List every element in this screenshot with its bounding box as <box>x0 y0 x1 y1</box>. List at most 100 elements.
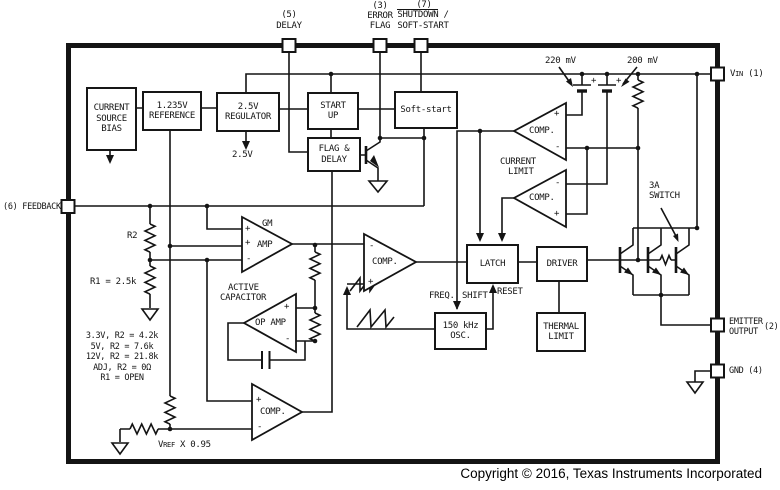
label-switch: SWITCH <box>649 191 680 201</box>
resistor-symbol-sense <box>631 79 645 109</box>
vref-rest: X 0.95 <box>174 440 211 450</box>
resistor-symbol-r1 <box>143 265 157 295</box>
comparator-label: COMP. <box>529 193 555 203</box>
table-row: 3.3V, R2 = 4.2k <box>85 331 159 341</box>
block-label: BIAS <box>101 124 122 135</box>
block-label: LATCH <box>479 258 506 269</box>
resistor-symbol-r2 <box>143 223 157 253</box>
ic-outline <box>66 43 720 464</box>
comparator-current-limit-top <box>512 101 567 162</box>
vin-v: V <box>730 69 736 79</box>
wire-cl-outputs <box>456 130 514 309</box>
copyright-notice: Copyright © 2016, Texas Instruments Inco… <box>460 466 762 481</box>
pin-square-emitter-output <box>710 317 725 333</box>
label-capacitor: CAPACITOR <box>220 293 267 303</box>
minus-sign: - <box>285 334 291 344</box>
minus-sign: - <box>555 178 561 188</box>
pin-label-soft-start: SOFT-START <box>397 21 449 31</box>
label-limit: LIMIT <box>508 167 534 177</box>
ground-symbol <box>110 180 705 456</box>
table-row: R1 = OPEN <box>100 373 144 384</box>
table-row: ADJ, R2 = 0Ω <box>93 362 151 373</box>
label-3a: 3A <box>649 181 660 191</box>
battery-symbol-200mv <box>598 84 616 93</box>
pin-number-error-flag: (3) <box>372 1 388 11</box>
block-label: START <box>320 100 346 111</box>
comparator-current-limit-bottom <box>512 168 567 229</box>
block-latch: LATCH <box>466 244 519 284</box>
wire-gm-out <box>292 243 364 342</box>
block-label: 2.5V <box>237 101 259 112</box>
label-gm: GM <box>262 219 273 229</box>
vin-num: (1) <box>742 69 764 79</box>
wire-uv-comp-out <box>302 168 333 413</box>
table-row: 12V, R2 = 21.8k <box>85 352 159 363</box>
resistor-symbol-comp-b <box>308 312 322 342</box>
sawtooth-icon-large <box>356 307 395 330</box>
pin-label-output: OUTPUT <box>729 327 758 337</box>
pin-square-feedback <box>60 199 76 214</box>
wire-reference <box>119 127 252 442</box>
pin-label-delay: DELAY <box>276 21 302 31</box>
wire-top-rail <box>245 73 711 228</box>
plus-sign: + <box>245 224 251 234</box>
resistor-symbol-comp-a <box>308 251 322 281</box>
pin-number-shutdown: (7) <box>416 0 432 10</box>
plus-sign: + <box>554 209 560 219</box>
pwm-comparator <box>363 232 418 293</box>
block-thermal-limit: THERMAL LIMIT <box>536 312 586 352</box>
wire-flag-node <box>380 126 425 206</box>
block-label: OSC. <box>450 331 471 341</box>
vref-sub: REF <box>163 441 175 449</box>
arrowheads <box>106 78 689 310</box>
minus-sign: - <box>555 142 561 152</box>
label-amp: AMP <box>257 240 273 250</box>
undervoltage-comparator <box>251 382 304 442</box>
pin-square-shutdown <box>413 38 429 53</box>
block-label: SOURCE <box>96 113 127 124</box>
resistor-symbol-base <box>659 253 672 267</box>
label-r2: R2 <box>127 231 138 241</box>
pin-square-error-flag <box>372 38 388 53</box>
label-freq: FREQ. <box>429 291 455 301</box>
pin-label-emitter: EMITTER <box>729 317 763 327</box>
block-label: Soft-start <box>400 104 452 115</box>
battery-plus-sign: + <box>591 76 597 86</box>
battery-symbol-220mv <box>573 84 591 93</box>
resistor-symbol-vref-top <box>163 395 177 425</box>
block-label: DELAY <box>321 154 347 165</box>
shutdown-slash: / <box>438 10 449 20</box>
capacitor-symbol <box>261 351 271 369</box>
table-row: 5V, R2 = 7.6k <box>90 341 154 352</box>
vref-v: V <box>158 440 164 450</box>
pin-label-vin: VIN (1) <box>730 69 764 79</box>
pin-label-shutdown: SHUTDOWN / <box>392 9 454 20</box>
junction-dots <box>147 71 700 432</box>
block-driver: DRIVER <box>536 246 588 282</box>
block-label: THERMAL <box>543 321 579 332</box>
pin-label-feedback: (6) FEEDBACK <box>3 202 61 212</box>
plus-sign: + <box>245 238 251 248</box>
block-regulator: 2.5V REGULATOR <box>216 92 280 132</box>
resistor-symbol-vref-left <box>129 422 159 436</box>
label-op-amp: OP AMP <box>255 318 286 328</box>
block-label: 150 kHz <box>442 320 479 331</box>
op-amp-triangle <box>242 292 297 354</box>
block-soft-start: Soft-start <box>394 91 458 129</box>
comparator-label: COMP. <box>372 257 398 267</box>
label-vref: VREF X 0.95 <box>158 440 211 450</box>
minus-sign: - <box>246 254 252 264</box>
block-label: FLAG & <box>318 144 350 154</box>
label-2v5-output: 2.5V <box>232 150 253 160</box>
npn-transistor-bars <box>364 146 678 273</box>
pin-number-emitter: (2) <box>764 322 779 332</box>
label-active: ACTIVE <box>228 283 259 293</box>
shutdown-overline-text: SHUTDOWN <box>397 9 439 20</box>
wire-cl-inputs <box>566 91 639 260</box>
comparator-label: COMP. <box>529 126 555 136</box>
block-oscillator: 150 kHz OSC. <box>434 312 487 350</box>
minus-sign: - <box>257 422 263 432</box>
wire-gnd <box>694 370 711 382</box>
